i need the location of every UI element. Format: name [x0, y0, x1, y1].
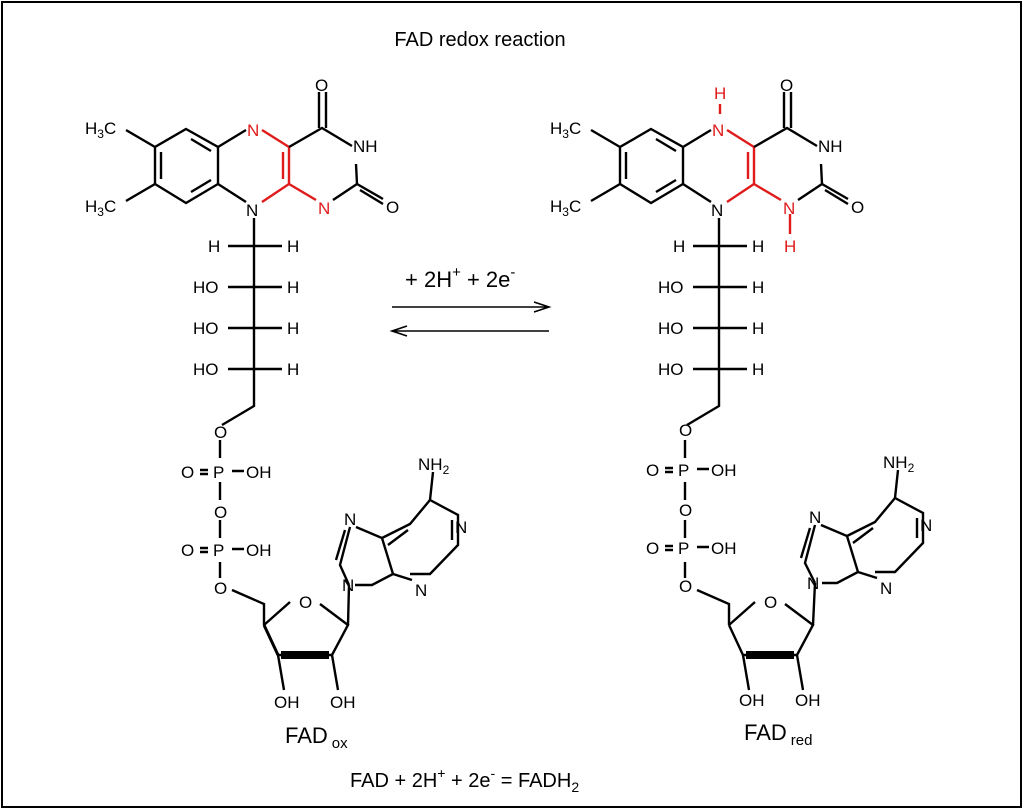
oxygen-label: O [299, 593, 312, 612]
methyl-label: H3C [85, 197, 116, 219]
phosphorus-label: P [213, 463, 224, 482]
nitrogen-label: N [880, 579, 892, 598]
oxygen-label: O [214, 503, 227, 522]
oxygen-label: O [181, 541, 194, 560]
oh-label: OH [330, 693, 356, 712]
fad-oxidized-labels: H3C H3C N N N NH O O H H HO H HO H HO H … [85, 76, 467, 712]
h-label: H [287, 319, 299, 338]
nitrogen-label: N [711, 201, 723, 220]
hydrogen-label-highlight: H [714, 84, 726, 103]
equilibrium-arrows [389, 301, 552, 337]
oxygen-label: O [679, 577, 692, 596]
page-title: FAD redox reaction [394, 29, 565, 51]
nitrogen-label-highlight: N [247, 121, 259, 140]
oh-label: OH [246, 541, 272, 560]
amine-label: NH2 [418, 455, 450, 477]
ho-label: HO [658, 278, 684, 297]
h-label: H [673, 237, 685, 256]
phosphorus-label: P [678, 539, 689, 558]
h-label: H [752, 237, 764, 256]
oxygen-label: O [679, 501, 692, 520]
ho-label: HO [193, 278, 219, 297]
nitrogen-label: N [342, 576, 354, 595]
forward-arrow [392, 301, 552, 313]
fad-reduced-structure [590, 92, 925, 691]
fad-reduced-labels: H3C H3C N H N H N NH O O H H HO H HO H H… [550, 76, 932, 710]
nitrogen-label: N [246, 201, 258, 220]
oxygen-label: O [780, 76, 793, 95]
nitrogen-label-highlight: N [783, 199, 795, 218]
oxygen-label: O [646, 461, 659, 480]
ho-label: HO [658, 319, 684, 338]
oxygen-label: O [851, 198, 864, 217]
oh-label: OH [711, 539, 737, 558]
ho-label: HO [658, 360, 684, 379]
oh-label: OH [739, 691, 765, 710]
nitrogen-label-highlight: N [712, 121, 724, 140]
methyl-label: H3C [550, 197, 581, 219]
oxygen-label: O [679, 421, 692, 440]
oh-label: OH [274, 693, 300, 712]
reaction-conditions: + 2H+ + 2e- [405, 264, 515, 292]
nitrogen-label: N [807, 574, 819, 593]
nh-label: NH [353, 137, 378, 156]
overall-equation: FAD + 2H+ + 2e- = FADH2 [350, 765, 579, 795]
nitrogen-label: N [920, 516, 932, 535]
amine-label: NH2 [883, 453, 915, 475]
phosphorus-label: P [678, 461, 689, 480]
oxygen-label: O [764, 593, 777, 612]
oxygen-label: O [214, 579, 227, 598]
phosphorus-label: P [213, 541, 224, 560]
h-label: H [287, 360, 299, 379]
h-label: H [752, 360, 764, 379]
oxygen-label: O [386, 198, 399, 217]
methyl-label: H3C [550, 119, 581, 141]
ho-label: HO [193, 360, 219, 379]
oxygen-label: O [181, 463, 194, 482]
methyl-label: H3C [85, 119, 116, 141]
nitrogen-label: N [344, 510, 356, 529]
oh-label: OH [795, 691, 821, 710]
nitrogen-label: N [415, 581, 427, 600]
oh-label: OH [246, 463, 272, 482]
h-label: H [752, 319, 764, 338]
hydrogen-label-highlight: H [784, 237, 796, 256]
fad-oxidized-structure [125, 92, 460, 691]
nh-label: NH [818, 137, 843, 156]
nitrogen-label: N [809, 508, 821, 527]
oxygen-label: O [646, 539, 659, 558]
nitrogen-label: N [455, 518, 467, 537]
h-label: H [287, 237, 299, 256]
reverse-arrow [389, 325, 549, 337]
h-label: H [208, 237, 220, 256]
h-label: H [287, 278, 299, 297]
h-label: H [752, 278, 764, 297]
oh-label: OH [711, 461, 737, 480]
oxygen-label: O [315, 76, 328, 95]
ho-label: HO [193, 319, 219, 338]
oxygen-label: O [214, 423, 227, 442]
nitrogen-label-highlight: N [318, 199, 330, 218]
